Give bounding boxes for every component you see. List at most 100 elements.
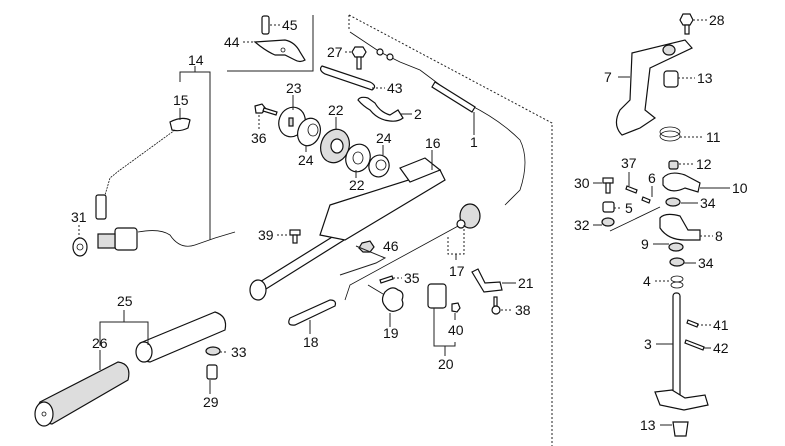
part-collar-5 [602, 201, 615, 213]
part-bracket-44 [253, 39, 306, 63]
callout-8[interactable]: 8 [715, 228, 723, 244]
part-handle-plate-18 [288, 299, 337, 326]
callout-28[interactable]: 28 [709, 12, 725, 28]
callout-33[interactable]: 33 [231, 344, 247, 360]
callout-15[interactable]: 15 [173, 92, 189, 108]
part-plate-43 [319, 65, 376, 91]
part-shift-rod-3 [654, 292, 709, 411]
callout-41[interactable]: 41 [713, 317, 729, 333]
part-cap-12 [668, 160, 679, 170]
part-washer-34a [665, 197, 681, 207]
part-screw-37 [625, 185, 638, 194]
part-bushing-13b [672, 421, 689, 437]
callout-24b[interactable]: 24 [376, 130, 392, 146]
callout-2[interactable]: 2 [414, 106, 422, 122]
callout-23[interactable]: 23 [286, 80, 302, 96]
callout-7[interactable]: 7 [604, 69, 612, 85]
callout-46[interactable]: 46 [383, 238, 399, 254]
callout-22b[interactable]: 22 [349, 177, 365, 193]
callout-14[interactable]: 14 [188, 52, 204, 68]
part-joint-20 [427, 283, 447, 309]
callout-1[interactable]: 1 [470, 134, 478, 150]
callout-39[interactable]: 39 [258, 227, 274, 243]
callout-37[interactable]: 37 [621, 155, 637, 171]
part-nut-40 [451, 302, 461, 313]
callout-26[interactable]: 26 [92, 335, 108, 351]
part-shift-arm-8 [659, 213, 701, 241]
part-clamp-2 [357, 96, 404, 122]
callout-45[interactable]: 45 [282, 17, 298, 33]
part-lanyard-15 [95, 117, 191, 220]
callout-34b[interactable]: 34 [698, 255, 714, 271]
part-washer-33 [205, 346, 221, 356]
callout-32[interactable]: 32 [574, 217, 590, 233]
part-bushing-13a [663, 70, 679, 88]
part-bolt-28 [679, 13, 694, 35]
part-steering-handle-16 [249, 157, 446, 301]
callout-36[interactable]: 36 [251, 130, 267, 146]
callout-16[interactable]: 16 [425, 135, 441, 151]
inset-box [227, 15, 314, 72]
callout-21[interactable]: 21 [518, 275, 534, 291]
part-pin-42 [684, 339, 705, 351]
part-friction-knob-19 [367, 284, 404, 312]
callout-11[interactable]: 11 [706, 129, 721, 145]
part-pin-41 [686, 319, 699, 328]
part-throttle-cable-1 [349, 31, 526, 206]
part-bolt-27 [351, 46, 367, 70]
part-washer-24b [368, 154, 390, 178]
callout-3[interactable]: 3 [644, 336, 652, 352]
part-washer-34b [669, 257, 685, 267]
part-tube-25 [135, 311, 227, 363]
part-nut-31 [72, 237, 88, 257]
part-shift-lever-10 [662, 172, 701, 193]
part-pin-35 [379, 275, 394, 284]
callout-9[interactable]: 9 [641, 236, 649, 252]
part-switch-14 [97, 227, 236, 251]
part-grip-26 [34, 361, 130, 427]
callout-10[interactable]: 10 [732, 180, 748, 196]
callout-42[interactable]: 42 [713, 340, 729, 356]
part-screw-36 [254, 103, 278, 116]
part-screw-38 [491, 296, 501, 315]
callout-5[interactable]: 5 [625, 200, 633, 216]
callout-38[interactable]: 38 [515, 302, 531, 318]
callout-4[interactable]: 4 [643, 273, 651, 289]
part-washer-24a [297, 117, 321, 147]
callout-29[interactable]: 29 [203, 394, 219, 410]
callout-13b[interactable]: 13 [640, 417, 656, 433]
callout-35[interactable]: 35 [404, 270, 420, 286]
part-screw-39 [289, 229, 301, 244]
callout-43[interactable]: 43 [387, 80, 403, 96]
callout-12[interactable]: 12 [696, 156, 712, 172]
part-bolt-29 [206, 364, 218, 380]
part-bracket-7 [615, 39, 693, 136]
part-pulley-22a [320, 128, 350, 164]
callout-13a[interactable]: 13 [697, 70, 713, 86]
part-spring-9 [668, 242, 684, 252]
callout-24a[interactable]: 24 [298, 152, 314, 168]
callout-20[interactable]: 20 [438, 356, 454, 372]
callout-19[interactable]: 19 [383, 325, 399, 341]
part-spring-11 [659, 126, 681, 142]
part-washer-32 [601, 217, 615, 227]
callout-44[interactable]: 44 [224, 34, 240, 50]
callout-22a[interactable]: 22 [328, 102, 344, 118]
callout-17[interactable]: 17 [449, 263, 465, 279]
part-throttle-rod-17 [344, 203, 481, 301]
part-stay-21 [471, 268, 503, 293]
callout-labels: 45 44 27 43 2 1 23 36 22 24 22 24 16 14 … [71, 12, 748, 433]
callout-40[interactable]: 40 [448, 322, 464, 338]
callout-6[interactable]: 6 [648, 170, 656, 186]
part-clip-45 [261, 15, 270, 35]
part-bolt-30 [602, 177, 614, 194]
callout-31[interactable]: 31 [71, 209, 87, 225]
callout-34a[interactable]: 34 [700, 195, 716, 211]
callout-30[interactable]: 30 [574, 175, 590, 191]
part-pin-6 [641, 196, 651, 204]
leader-lines [78, 19, 730, 426]
callout-18[interactable]: 18 [303, 334, 319, 350]
callout-25[interactable]: 25 [117, 293, 133, 309]
callout-27[interactable]: 27 [327, 44, 343, 60]
